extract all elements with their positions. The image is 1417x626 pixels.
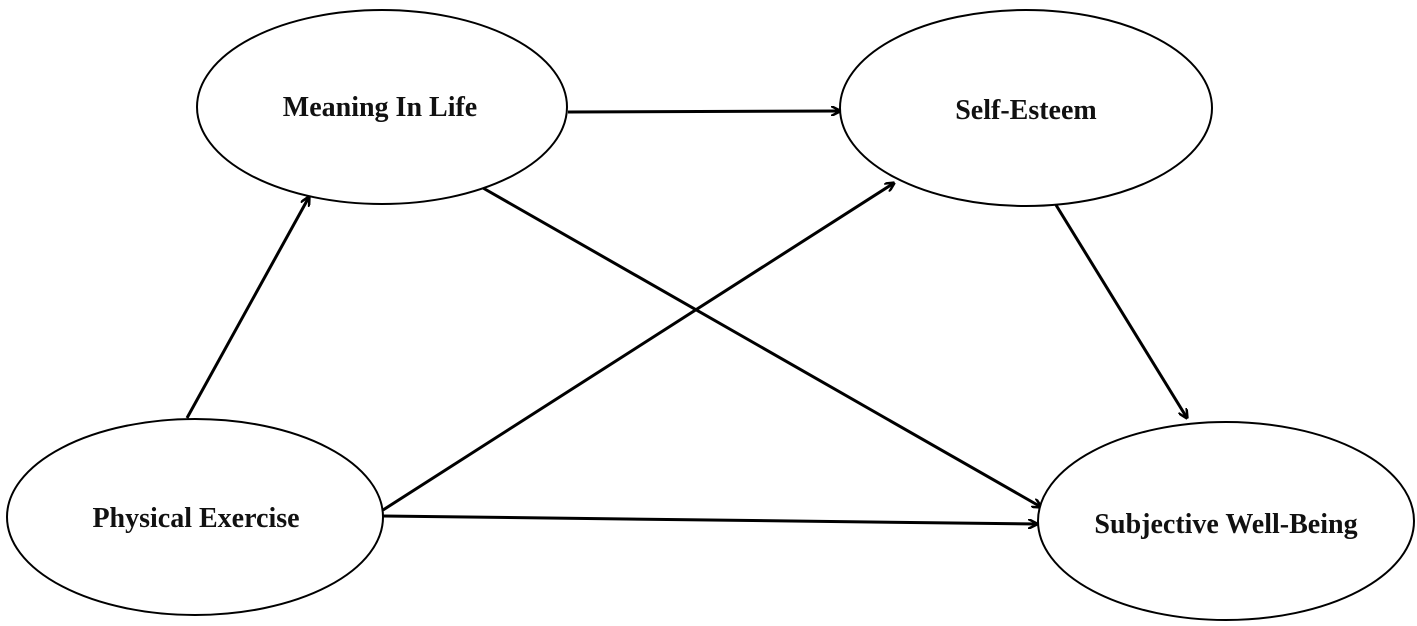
node-physical-exercise-label: Physical Exercise	[92, 503, 299, 534]
node-self-esteem-label: Self-Esteem	[955, 95, 1097, 126]
edge-physical-exercise-to-subjective-well-being	[382, 514, 1037, 524]
edge-physical-exercise-to-self-esteem	[382, 183, 894, 512]
node-physical-exercise: Physical Exercise	[6, 418, 384, 616]
edge-self-esteem-to-subjective-well-being	[1054, 204, 1187, 418]
node-self-esteem: Self-Esteem	[839, 9, 1213, 207]
edges	[185, 111, 1187, 524]
node-subjective-well-being: Subjective Well-Being	[1037, 421, 1415, 621]
edge-physical-exercise-to-meaning-in-life	[185, 197, 309, 419]
node-meaning-in-life-ellipse	[196, 9, 568, 205]
node-meaning-in-life-label: Meaning In Life	[283, 92, 477, 123]
edge-meaning-in-life-to-subjective-well-being	[482, 186, 1041, 507]
node-subjective-well-being-label: Subjective Well-Being	[1094, 509, 1357, 540]
node-subjective-well-being-ellipse	[1037, 421, 1415, 621]
node-self-esteem-ellipse	[839, 9, 1213, 207]
node-meaning-in-life: Meaning In Life	[196, 9, 568, 205]
edge-meaning-in-life-to-self-esteem	[567, 111, 840, 112]
node-physical-exercise-ellipse	[6, 418, 384, 616]
